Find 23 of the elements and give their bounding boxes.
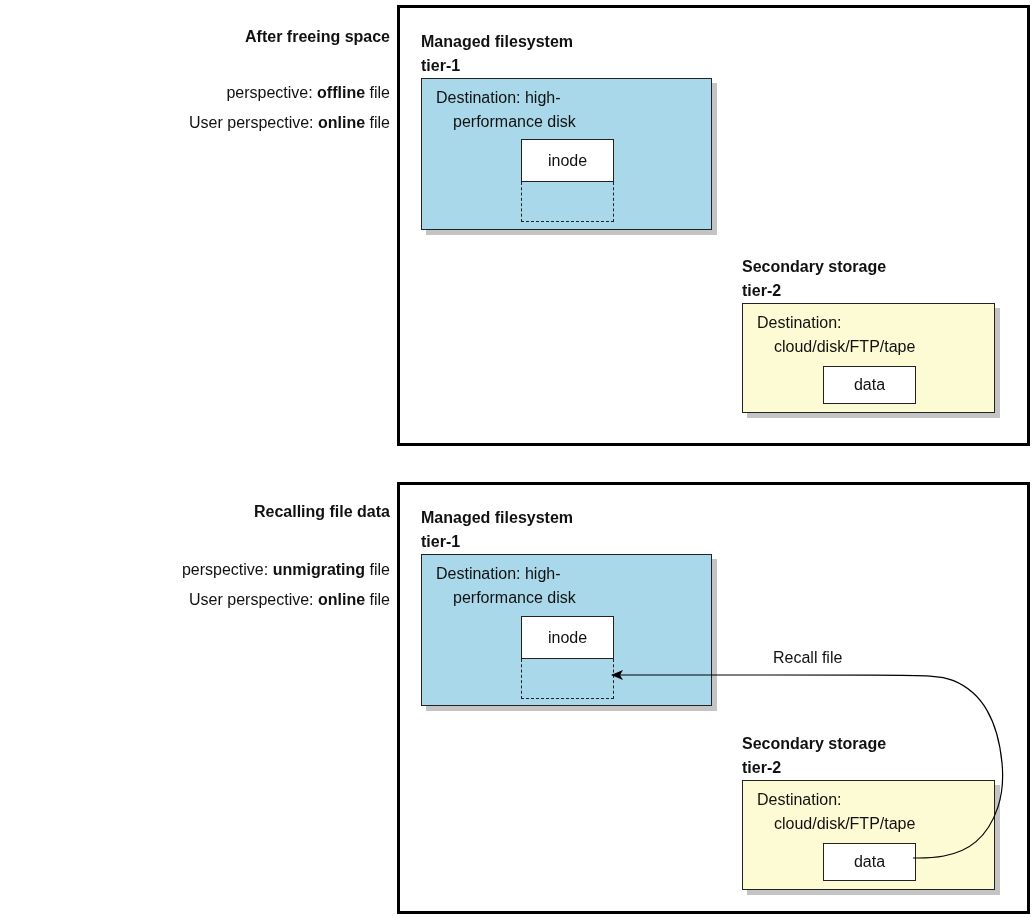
empty-data-slot <box>521 659 614 699</box>
destination-text: Destination: high-performance disk <box>436 88 577 132</box>
arrow <box>611 670 1004 859</box>
perspective-text: User perspective: online file <box>188 113 390 133</box>
block-box: data <box>823 366 916 404</box>
destination-text: Destination: cloud/disk/FTP/tape <box>757 313 917 357</box>
section-heading: Recalling file data <box>252 502 390 522</box>
block-box: data <box>823 843 916 881</box>
empty-data-slot <box>521 182 614 222</box>
perspective-text: User perspective: online file <box>188 590 390 610</box>
perspective-text: perspective: unmigrating file <box>180 560 390 580</box>
panel-frame <box>397 5 1030 446</box>
tier-heading: Secondary storage tier-2 <box>742 257 888 301</box>
panel-frame <box>397 482 1030 914</box>
destination-text: Destination: high-performance disk <box>436 564 577 608</box>
tier-heading: Managed filesystem tier-1 <box>421 508 575 552</box>
perspective-text: perspective: offline file <box>225 83 390 103</box>
tier-heading: Managed filesystem tier-1 <box>421 32 575 76</box>
section-heading: After freeing space <box>244 27 390 47</box>
block-box: inode <box>521 616 614 659</box>
destination-text: Destination: cloud/disk/FTP/tape <box>757 790 917 834</box>
tier-heading: Secondary storage tier-2 <box>742 734 888 778</box>
block-box: inode <box>521 139 614 182</box>
